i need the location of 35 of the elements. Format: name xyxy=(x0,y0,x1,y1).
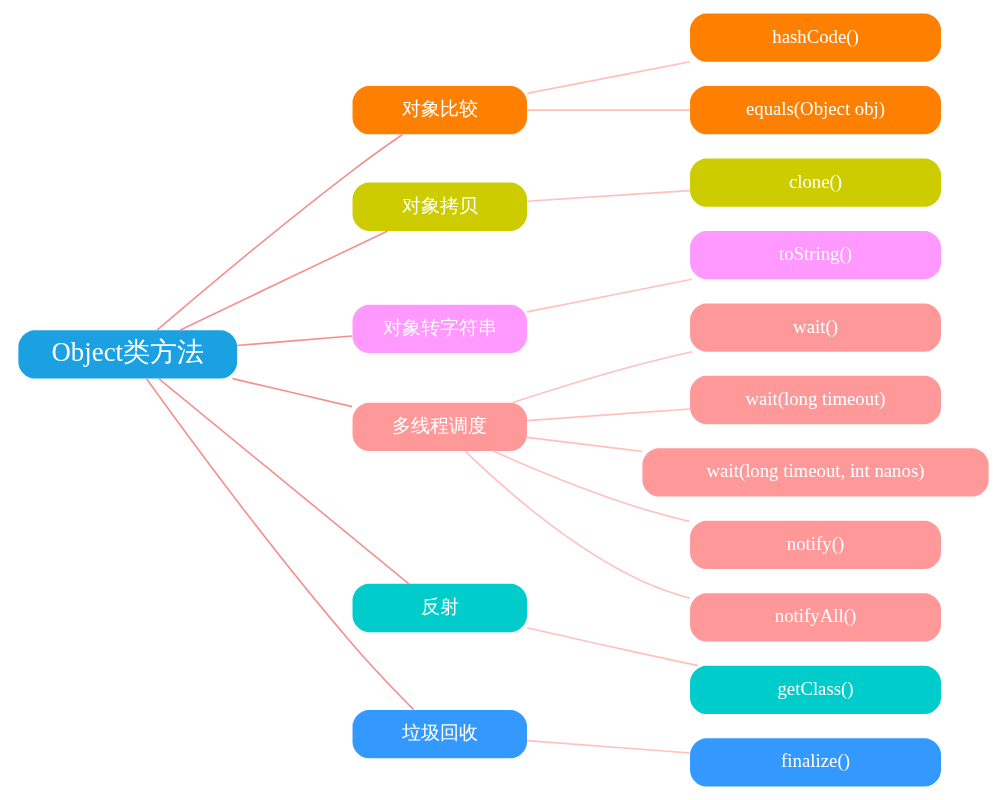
node-box: wait(long timeout, int nanos) xyxy=(641,448,989,497)
node-box: getClass() xyxy=(689,665,941,715)
node-box: 对象拷贝 xyxy=(352,182,527,231)
node-box: notifyAll() xyxy=(689,593,941,642)
connector xyxy=(525,189,691,202)
node-box: Object类方法 xyxy=(17,330,237,379)
connector xyxy=(155,133,403,331)
connector xyxy=(511,350,693,404)
connector xyxy=(525,60,691,95)
connector xyxy=(525,739,691,754)
connector xyxy=(145,377,414,711)
node-box: 反射 xyxy=(352,583,527,633)
connector xyxy=(157,377,410,585)
node-box: equals(Object obj) xyxy=(689,85,941,135)
node-box: notify() xyxy=(689,520,941,570)
node-box: wait(long timeout) xyxy=(689,375,941,425)
connector xyxy=(525,408,691,422)
node-box: toString() xyxy=(689,230,941,280)
node-box: wait() xyxy=(689,303,941,352)
connector xyxy=(178,230,388,331)
node-box: 对象比较 xyxy=(352,85,527,135)
connector xyxy=(525,278,693,313)
connector xyxy=(491,450,690,523)
connector xyxy=(464,450,691,599)
node-box: 垃圾回收 xyxy=(352,710,527,759)
connector xyxy=(525,436,643,453)
node-box: 多线程调度 xyxy=(352,402,527,451)
node-box: finalize() xyxy=(689,738,941,787)
connector xyxy=(525,109,691,111)
connector xyxy=(235,335,353,347)
node-box: clone() xyxy=(689,158,941,207)
connector xyxy=(525,627,699,667)
connector xyxy=(231,377,353,408)
node-box: 对象转字符串 xyxy=(352,304,527,354)
node-box: hashCode() xyxy=(689,13,941,62)
